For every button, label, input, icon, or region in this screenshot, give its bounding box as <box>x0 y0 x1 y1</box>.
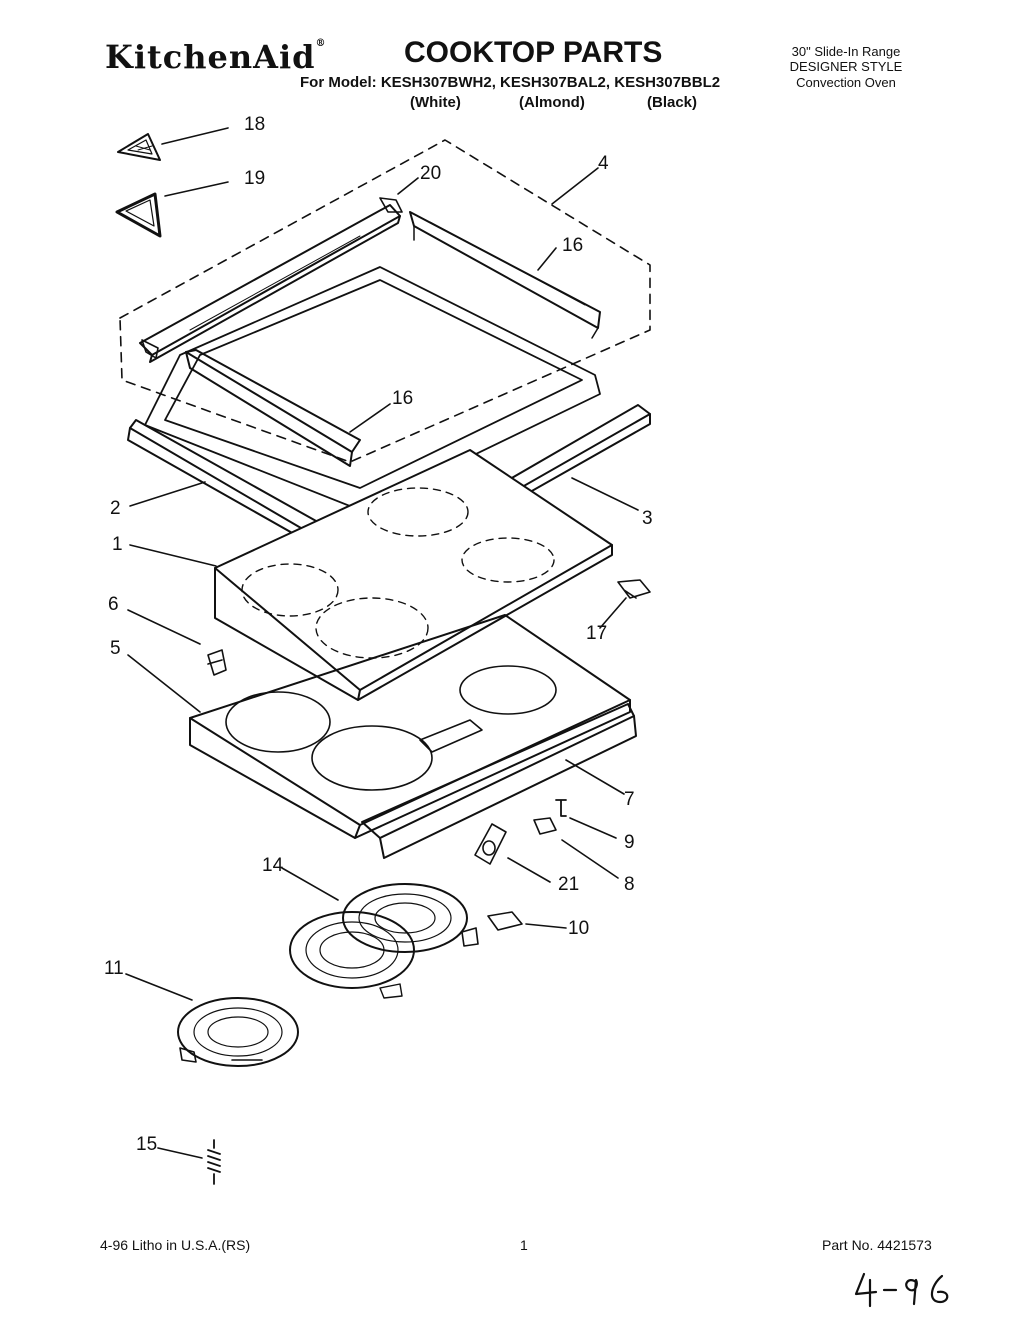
brand-mark: ® <box>315 38 327 49</box>
part-16-side-trim-lower <box>185 349 361 467</box>
label-10: 10 <box>568 918 590 939</box>
page-title: COOKTOP PARTS <box>404 36 663 69</box>
leader-arrows <box>125 127 639 1159</box>
label-5: 5 <box>110 638 121 659</box>
product-line-3: Convection Oven <box>796 75 896 90</box>
color-almond: (Almond) <box>519 94 585 111</box>
label-6: 6 <box>108 594 119 615</box>
label-21: 21 <box>558 874 580 895</box>
label-1: 1 <box>112 534 123 555</box>
part-9-screw <box>555 799 567 817</box>
part-21-knob-base <box>474 823 507 865</box>
part-16-side-trim-upper <box>409 211 601 339</box>
label-18: 18 <box>244 114 266 135</box>
label-3: 3 <box>642 508 653 529</box>
label-11: 11 <box>104 958 124 979</box>
label-2: 2 <box>110 498 121 519</box>
part-19-triangle-trim <box>115 192 162 238</box>
part-11-single-element <box>177 997 299 1067</box>
label-16-upper: 16 <box>562 235 584 256</box>
label-15: 15 <box>136 1134 158 1155</box>
color-black: (Black) <box>647 94 698 111</box>
part-7-control-trim <box>361 703 637 859</box>
model-line: For Model: KESH307BWH2, KESH307BAL2, KES… <box>300 74 721 91</box>
part-4-kit-outline <box>119 139 651 463</box>
part-5-burner-box <box>189 614 631 839</box>
part-10-terminal <box>461 911 523 947</box>
part-18-triangle-trim <box>117 133 161 161</box>
product-line-1: 30" Slide-In Range <box>791 44 901 59</box>
label-7: 7 <box>624 789 635 810</box>
label-20: 20 <box>420 163 442 184</box>
part-17-switch <box>617 579 651 599</box>
label-19: 19 <box>244 168 266 189</box>
part-20-rear-trim <box>139 197 403 363</box>
label-17: 17 <box>586 623 608 644</box>
part-15-spring <box>207 1139 221 1185</box>
label-8: 8 <box>624 874 635 895</box>
color-white: (White) <box>410 94 461 111</box>
part-8-block <box>533 817 557 835</box>
footer-page-number: 1 <box>520 1237 528 1253</box>
brand-name: KitchenAid <box>105 38 316 76</box>
footer-part-number: Part No. 4421573 <box>822 1237 932 1253</box>
product-line-2: DESIGNER STYLE <box>789 59 903 74</box>
part-6-clip <box>207 649 227 676</box>
brand-logo: KitchenAid® <box>105 38 326 76</box>
handwritten-note <box>854 1272 949 1308</box>
part-14-dual-element <box>289 883 468 999</box>
part-1-glass-cooktop <box>214 449 613 701</box>
label-9: 9 <box>624 832 635 853</box>
label-4: 4 <box>598 153 609 174</box>
label-16-lower: 16 <box>392 388 414 409</box>
footer-litho: 4-96 Litho in U.S.A.(RS) <box>100 1237 251 1253</box>
label-14: 14 <box>262 855 284 876</box>
